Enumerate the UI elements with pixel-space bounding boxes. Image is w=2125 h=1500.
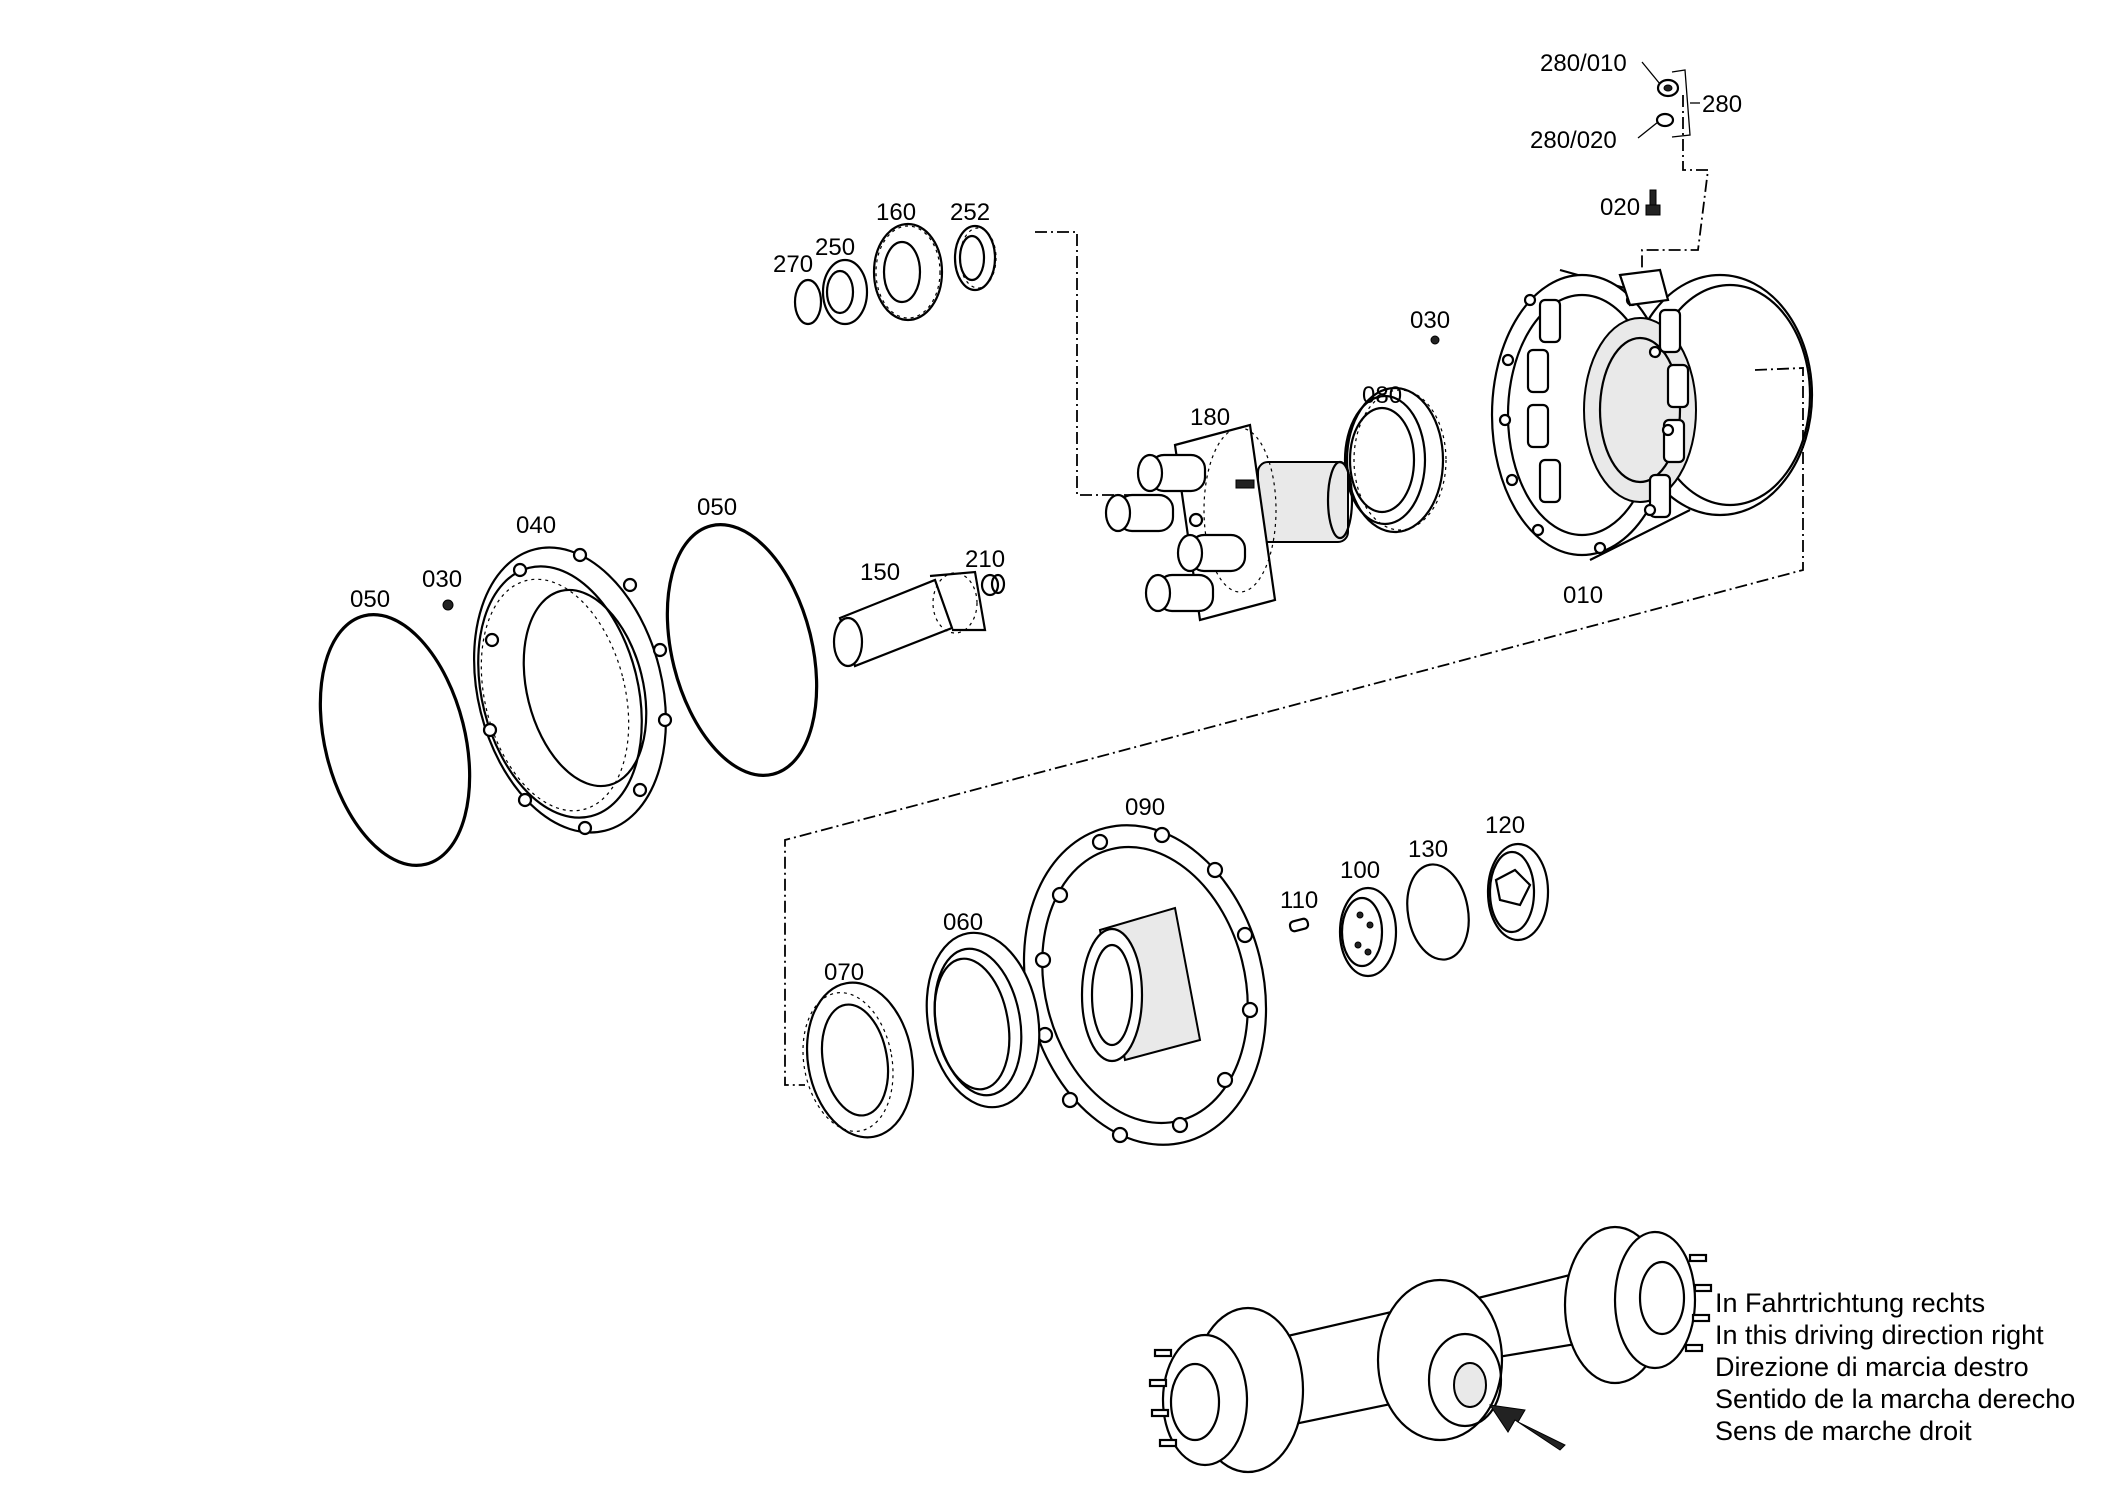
part-020-bolt [1645,189,1661,216]
label-040: 040 [516,512,556,539]
label-110: 110 [1280,887,1318,914]
part-080-bearing [1343,386,1447,534]
part-060-seal [925,931,1041,1109]
direction-caption: In Fahrtrichtung rechts In this driving … [1715,1288,2075,1446]
label-120: 120 [1485,812,1525,839]
part-030-left-dot [442,599,454,611]
part-250-bearing [821,258,869,326]
caption-line-en: In this driving direction right [1715,1320,2044,1350]
label-270: 270 [773,251,813,278]
part-100-washer [1338,886,1398,978]
label-020: 020 [1600,194,1640,221]
label-210: 210 [965,546,1005,573]
label-150: 150 [860,559,900,586]
label-090: 090 [1125,794,1165,821]
label-180: 180 [1190,404,1230,431]
part-070-bearing [802,981,915,1139]
label-280: 280 [1702,91,1742,118]
label-130: 130 [1408,836,1448,863]
part-090-wheel-hub [1022,824,1268,1146]
caption-line-de: In Fahrtrichtung rechts [1715,1288,1985,1318]
label-100: 100 [1340,857,1380,884]
part-280-kit [1637,61,1700,139]
part-120-cover [1486,842,1550,942]
part-110-pin [1288,917,1310,933]
part-050-oring-left [318,613,472,867]
part-252-bearing [953,224,997,292]
part-210-pin [980,573,1006,597]
label-030-left: 030 [422,566,462,593]
caption-line-it: Direzione di marcia destro [1715,1352,2029,1382]
label-010: 010 [1563,582,1603,609]
label-252: 252 [950,199,990,226]
part-030-top-dot [1430,335,1440,345]
label-050-right: 050 [697,494,737,521]
label-050-left: 050 [350,586,390,613]
part-labels: 280/010 280 280/020 020 030 160 252 250 … [350,50,1742,986]
part-130-oring [1406,863,1470,961]
part-150-sun-shaft [832,570,987,668]
label-030-top: 030 [1410,307,1450,334]
label-070: 070 [824,959,864,986]
label-250: 250 [815,234,855,261]
part-160-planet-gear [872,222,944,322]
label-060: 060 [943,909,983,936]
label-160: 160 [876,199,916,226]
part-050-oring-right [665,523,819,777]
assembly-leader-lines [784,95,1804,1086]
part-180-planet-carrier [1104,423,1354,622]
label-280-010: 280/010 [1540,50,1627,77]
caption-line-es: Sentido de la marcha derecho [1715,1384,2075,1414]
part-010-housing [1490,268,1814,561]
axle-overview-illustration [1148,1225,1713,1474]
label-280-020: 280/020 [1530,127,1617,154]
caption-line-fr: Sens de marche droit [1715,1416,1972,1446]
part-040-ring-gear [472,546,673,836]
part-270-ring [793,278,823,326]
label-080: 080 [1362,382,1402,409]
